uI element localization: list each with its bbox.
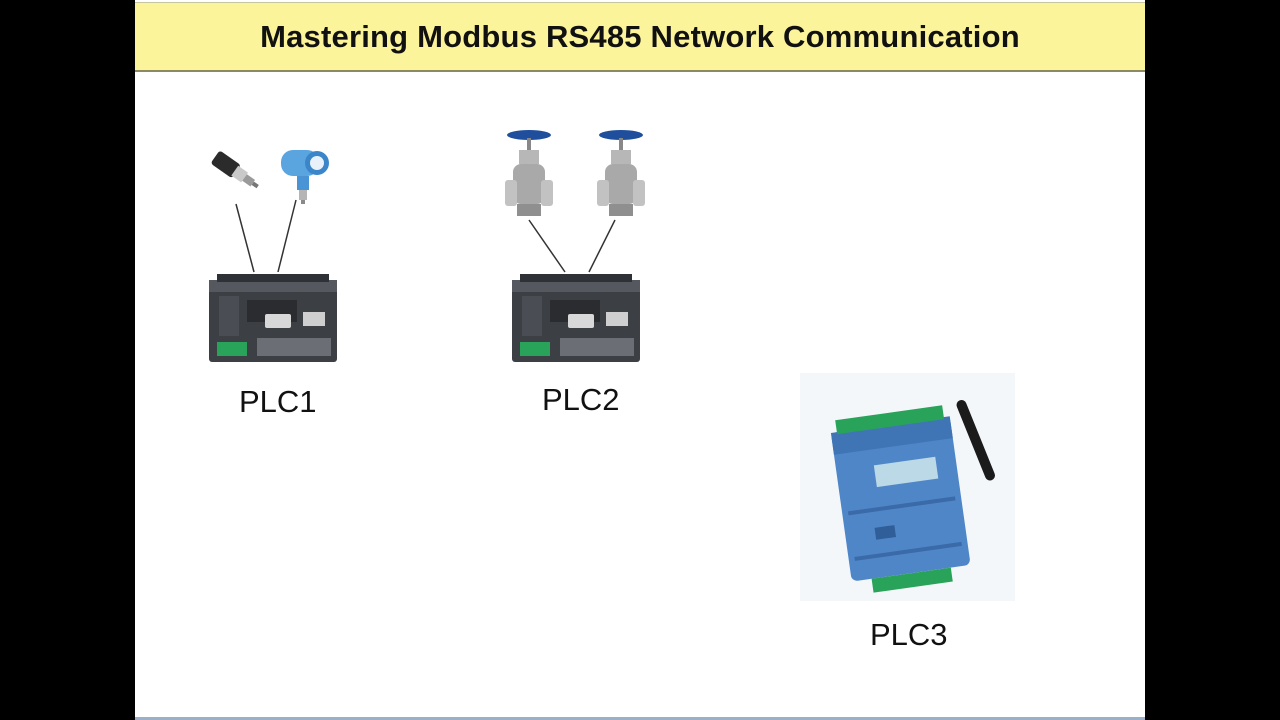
plc1-label: PLC1 xyxy=(239,384,317,419)
plc2-label: PLC2 xyxy=(542,382,620,417)
slide: Mastering Modbus RS485 Network Communica… xyxy=(135,0,1145,720)
gate-valve-icon xyxy=(505,130,553,216)
slide-bottom-border xyxy=(135,717,1145,720)
plc-icon xyxy=(512,274,640,362)
plc3-label: PLC3 xyxy=(870,617,948,652)
wireless-io-module-icon xyxy=(800,373,1015,601)
transmitter-icon xyxy=(281,150,329,204)
slide-title: Mastering Modbus RS485 Network Communica… xyxy=(260,18,1020,54)
gate-valve-icon xyxy=(597,130,645,216)
plc2-wiring xyxy=(528,219,616,273)
plc1-wiring xyxy=(235,199,297,273)
pressure-sensor-icon xyxy=(211,151,259,189)
title-bar: Mastering Modbus RS485 Network Communica… xyxy=(135,2,1145,72)
plc-icon xyxy=(209,274,337,362)
